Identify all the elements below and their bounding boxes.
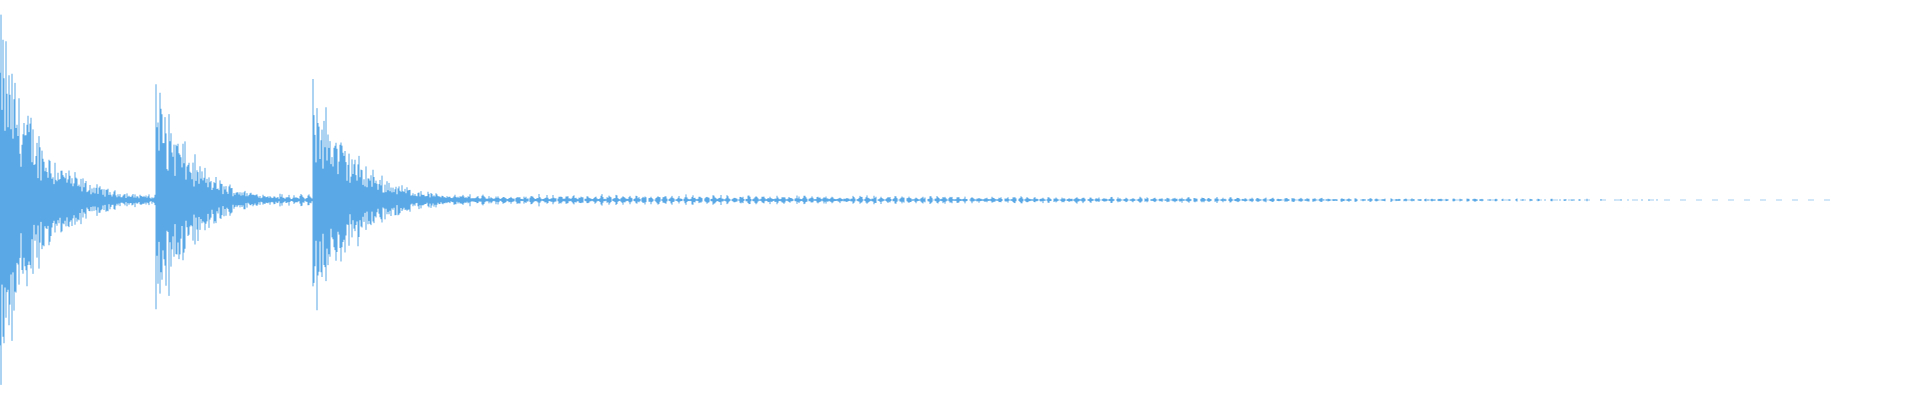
audio-waveform <box>0 14 1840 385</box>
